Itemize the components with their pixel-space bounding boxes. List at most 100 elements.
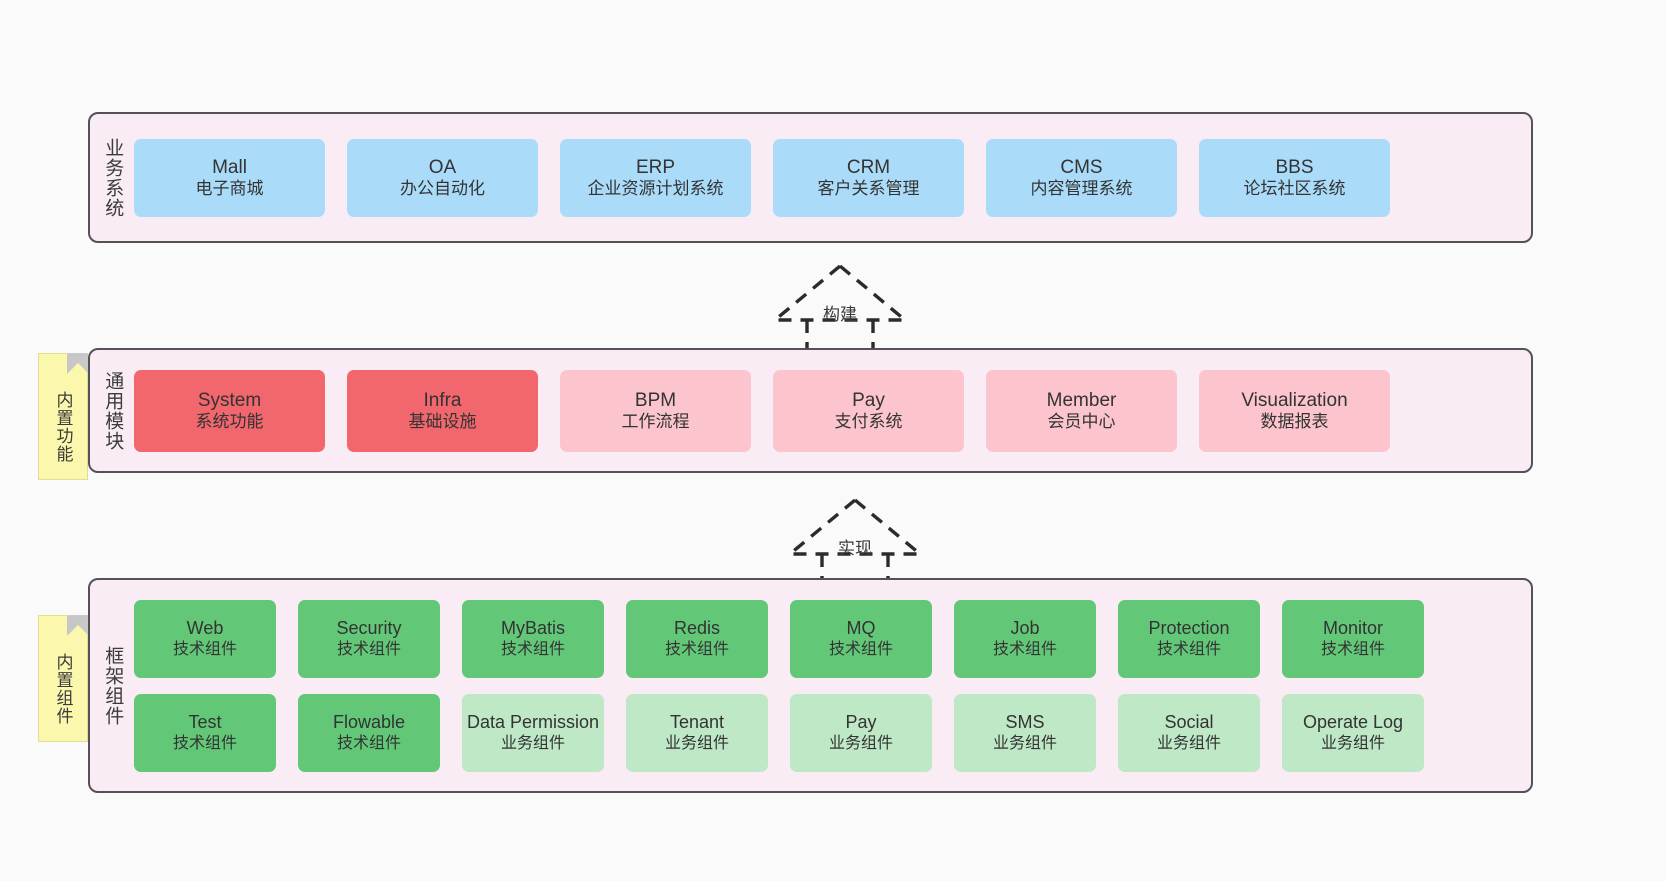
- box-title-en: ERP: [635, 156, 676, 178]
- box-title-cn: 业务组件: [664, 734, 729, 752]
- box-title-cn: 技术组件: [172, 640, 237, 658]
- box-title-cn: 技术组件: [1156, 640, 1221, 658]
- box-tenant[interactable]: Tenant 业务组件: [626, 693, 768, 772]
- box-title-en: MyBatis: [500, 617, 565, 638]
- box-protection[interactable]: Protection 技术组件: [1118, 599, 1260, 678]
- box-title-en: Flowable: [332, 711, 406, 732]
- box-title-en: BPM: [634, 389, 677, 411]
- box-title-en: Visualization: [1241, 389, 1348, 411]
- box-title-cn: 技术组件: [172, 734, 237, 752]
- box-title-cn: 技术组件: [828, 640, 893, 658]
- box-title-cn: 业务组件: [1320, 734, 1385, 752]
- arrow-implement: 实现: [775, 492, 935, 592]
- box-title-en: Member: [1046, 389, 1117, 411]
- box-title-cn: 办公自动化: [400, 178, 485, 198]
- box-title-cn: 会员中心: [1047, 411, 1116, 431]
- box-title-en: OA: [428, 156, 457, 178]
- box-redis[interactable]: Redis 技术组件: [626, 599, 768, 678]
- sticky-note-builtin-components: 内置组件: [38, 615, 88, 742]
- box-title-en: CMS: [1060, 156, 1103, 178]
- arrow-head-triangle: [770, 263, 910, 322]
- box-title-en: Security: [336, 617, 402, 638]
- box-social[interactable]: Social 业务组件: [1118, 693, 1260, 772]
- box-title-cn: 内容管理系统: [1030, 178, 1133, 198]
- box-title-cn: 技术组件: [1320, 640, 1385, 658]
- note-fold-corner-icon: [68, 615, 88, 635]
- box-title-en: Tenant: [669, 711, 725, 732]
- box-title-en: Social: [1164, 711, 1214, 732]
- box-title-cn: 业务组件: [1156, 734, 1221, 752]
- box-title-en: System: [197, 389, 262, 411]
- box-sms[interactable]: SMS 业务组件: [954, 693, 1096, 772]
- box-title-cn: 客户关系管理: [817, 178, 920, 198]
- note-fold-corner-icon: [68, 353, 88, 373]
- box-title-cn: 电子商城: [195, 178, 264, 198]
- box-title-en: Infra: [423, 389, 462, 411]
- layer-label-business-systems: 业务系统: [102, 137, 124, 218]
- box-title-en: CRM: [846, 156, 891, 178]
- box-title-en: Pay: [852, 389, 885, 411]
- box-title-cn: 基础设施: [408, 411, 477, 431]
- box-title-cn: 支付系统: [834, 411, 903, 431]
- box-mybatis[interactable]: MyBatis 技术组件: [462, 599, 604, 678]
- box-title-cn: 论坛社区系统: [1243, 178, 1346, 198]
- box-title-en: Pay: [845, 711, 877, 732]
- box-monitor[interactable]: Monitor 技术组件: [1282, 599, 1424, 678]
- box-title-en: Monitor: [1322, 617, 1384, 638]
- box-title-en: BBS: [1275, 156, 1314, 178]
- box-security[interactable]: Security 技术组件: [298, 599, 440, 678]
- box-title-cn: 技术组件: [336, 640, 401, 658]
- box-title-en: Data Permission: [466, 711, 600, 732]
- box-title-en: Job: [1010, 617, 1040, 638]
- box-title-cn: 工作流程: [621, 411, 690, 431]
- box-title-en: SMS: [1005, 711, 1045, 732]
- box-title-cn: 业务组件: [828, 734, 893, 752]
- box-title-cn: 技术组件: [664, 640, 729, 658]
- box-title-en: MQ: [846, 617, 876, 638]
- box-title-cn: 业务组件: [992, 734, 1057, 752]
- box-title-en: Redis: [673, 617, 721, 638]
- box-title-cn: 数据报表: [1260, 411, 1329, 431]
- box-web[interactable]: Web 技术组件: [134, 599, 276, 678]
- sticky-note-builtin-features-label: 内置功能: [53, 390, 73, 463]
- layer-label-framework-components: 框架组件: [102, 645, 124, 726]
- box-mq[interactable]: MQ 技术组件: [790, 599, 932, 678]
- box-title-en: Protection: [1148, 617, 1230, 638]
- arrow-head-triangle: [785, 497, 925, 556]
- box-pay[interactable]: Pay 业务组件: [790, 693, 932, 772]
- box-title-en: Test: [188, 711, 222, 732]
- box-title-cn: 企业资源计划系统: [587, 178, 724, 198]
- box-title-en: Web: [186, 617, 224, 638]
- layer-label-common-modules: 通用模块: [102, 370, 124, 451]
- box-test[interactable]: Test 技术组件: [134, 693, 276, 772]
- arrow-build: 构建: [760, 258, 920, 358]
- sticky-note-builtin-features: 内置功能: [38, 353, 88, 480]
- box-title-cn: 技术组件: [500, 640, 565, 658]
